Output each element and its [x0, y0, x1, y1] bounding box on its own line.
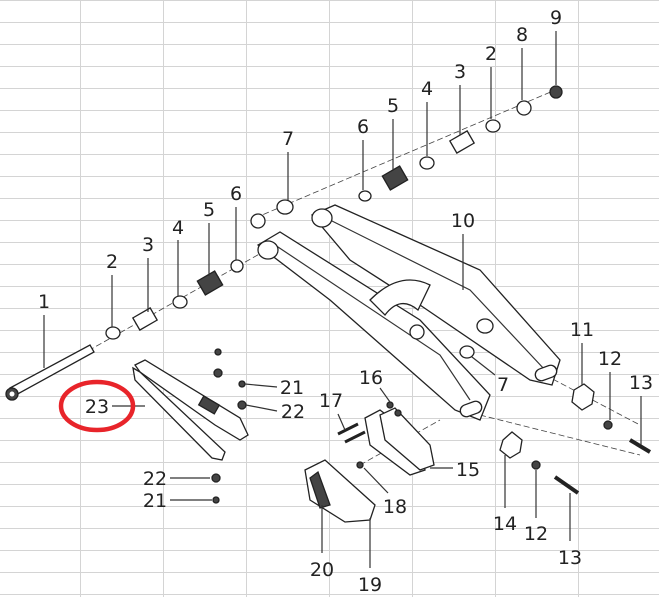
callout-9: 9: [550, 7, 562, 29]
callout-20: 20: [310, 559, 334, 581]
callout-13: 13: [629, 372, 653, 394]
callout-7: 7: [497, 374, 509, 396]
callout-23: 23: [85, 396, 109, 418]
callout-14: 14: [493, 513, 517, 535]
part-swingarm: [256, 204, 561, 421]
callout-4: 4: [421, 78, 433, 100]
part-chain-slider: [132, 348, 249, 504]
callout-7: 7: [282, 128, 294, 150]
callout-3: 3: [454, 61, 466, 83]
callout-5: 5: [203, 199, 215, 221]
callout-11: 11: [570, 319, 594, 341]
callout-6: 6: [357, 116, 369, 138]
part-pivot-stack-right: [358, 85, 563, 202]
callout-18: 18: [383, 496, 407, 518]
callout-16: 16: [359, 367, 383, 389]
callout-3: 3: [142, 234, 154, 256]
callout-5: 5: [387, 95, 399, 117]
part-chain-adjusters: [499, 383, 652, 495]
part-axle: [5, 344, 95, 401]
callout-10: 10: [451, 210, 475, 232]
callout-2: 2: [106, 251, 118, 273]
callout-12: 12: [598, 348, 622, 370]
callout-labels: 1 2 3 4 5 6 7 6 5 4 3 2 8 9 10 11 12 13 …: [38, 7, 653, 596]
callout-15: 15: [456, 459, 480, 481]
callout-19: 19: [358, 574, 382, 596]
part-chain-guide: [304, 401, 435, 523]
highlight-circle: [58, 379, 136, 433]
callout-22: 22: [281, 401, 305, 423]
callout-12: 12: [524, 523, 548, 545]
callout-4: 4: [172, 217, 184, 239]
callout-8: 8: [516, 24, 528, 46]
callout-2: 2: [485, 43, 497, 65]
callout-22: 22: [143, 468, 167, 490]
callout-17: 17: [319, 390, 343, 412]
callout-6: 6: [230, 183, 242, 205]
callout-21: 21: [280, 377, 304, 399]
leader-lines: [43, 31, 642, 568]
callout-13: 13: [558, 547, 582, 569]
callout-21: 21: [143, 490, 167, 512]
callout-1: 1: [38, 291, 50, 313]
part-pivot-stack-left: [105, 199, 294, 340]
